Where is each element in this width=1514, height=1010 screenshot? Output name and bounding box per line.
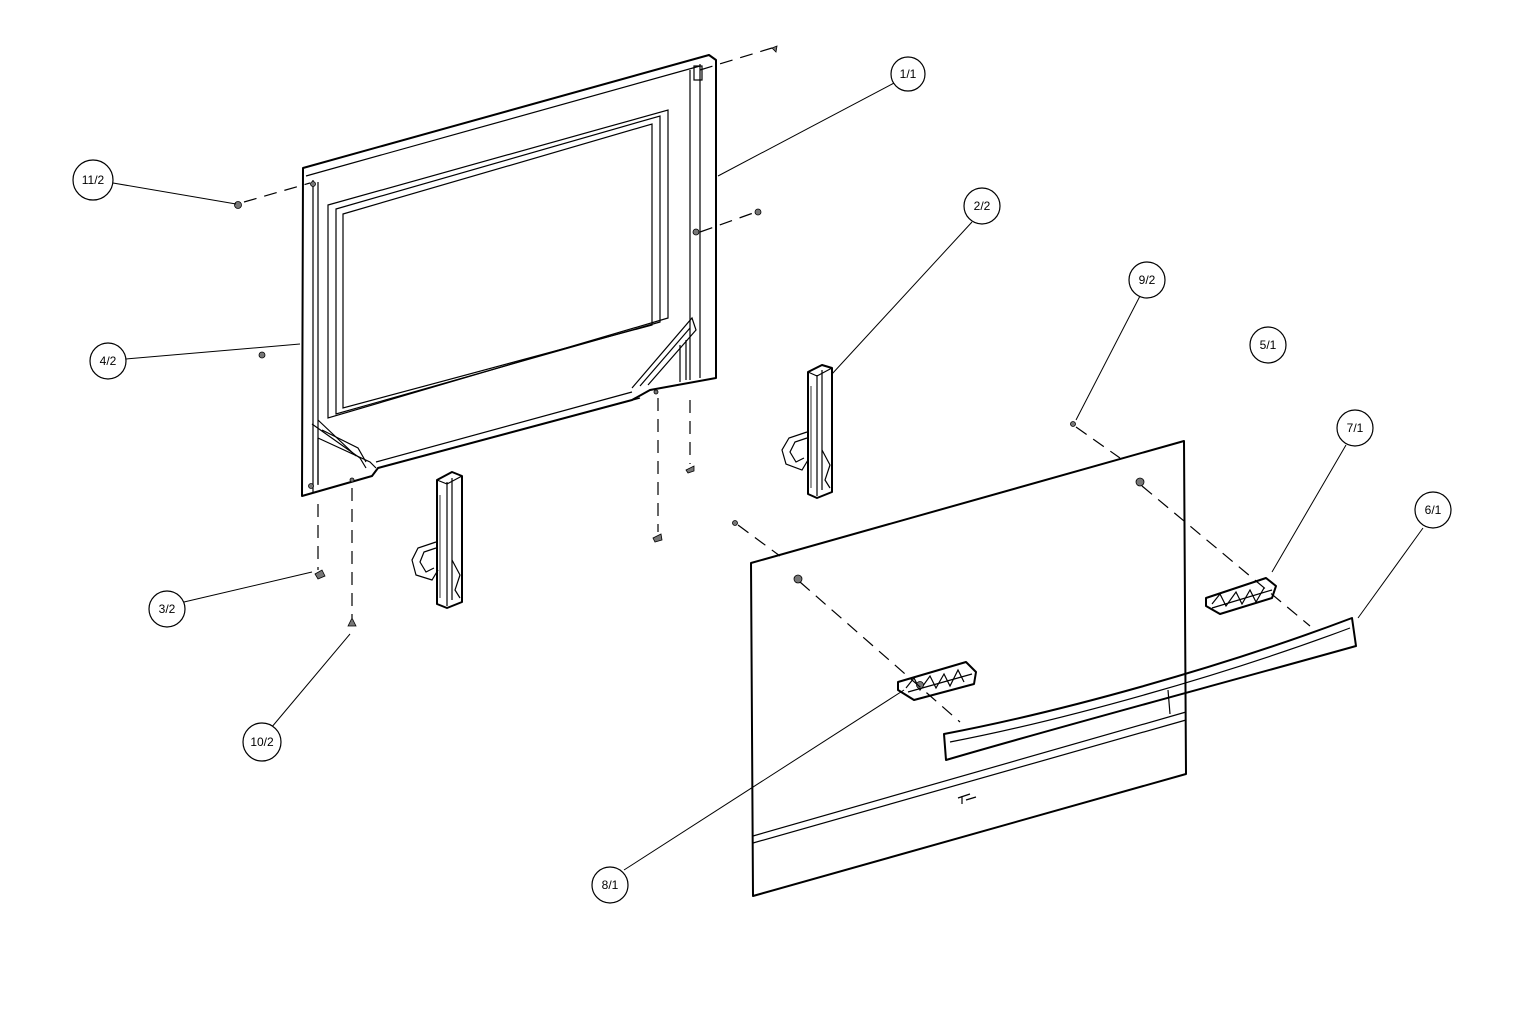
callout-4-2: 4/2	[89, 342, 127, 380]
door-handle	[943, 617, 1357, 761]
handle-bracket-left	[897, 661, 977, 701]
callout-10-2: 10/2	[242, 722, 282, 762]
svg-text:4/2: 4/2	[100, 354, 117, 368]
assembly-lines	[243, 47, 1311, 723]
svg-text:7/1: 7/1	[1347, 421, 1364, 435]
callout-9-2: 9/2	[1128, 261, 1166, 299]
right-hinge	[781, 364, 833, 499]
svg-text:2/2: 2/2	[974, 199, 991, 213]
callout-1-1: 1/1	[890, 56, 926, 92]
fasteners	[234, 45, 1076, 627]
svg-text:6/1: 6/1	[1425, 503, 1442, 517]
callout-11-2: 11/2	[72, 159, 114, 201]
callout-6-1: 6/1	[1414, 491, 1452, 529]
leader-lines	[112, 81, 1424, 871]
outer-glass-panel	[750, 440, 1187, 897]
callout-8-1: 8/1	[591, 866, 629, 904]
svg-text:1/1: 1/1	[900, 67, 917, 81]
left-hinge	[411, 471, 463, 609]
inner-door-frame	[301, 54, 717, 497]
svg-text:11/2: 11/2	[82, 173, 105, 187]
svg-text:8/1: 8/1	[602, 878, 619, 892]
callout-5-1: 5/1	[1249, 326, 1287, 364]
callout-2-2: 2/2	[963, 187, 1001, 225]
callout-3-2: 3/2	[148, 590, 186, 628]
svg-text:3/2: 3/2	[159, 602, 176, 616]
svg-text:9/2: 9/2	[1139, 273, 1156, 287]
svg-text:10/2: 10/2	[250, 735, 274, 749]
handle-bracket-right	[1205, 577, 1277, 615]
callout-7-1: 7/1	[1336, 409, 1374, 447]
svg-text:5/1: 5/1	[1260, 338, 1277, 352]
